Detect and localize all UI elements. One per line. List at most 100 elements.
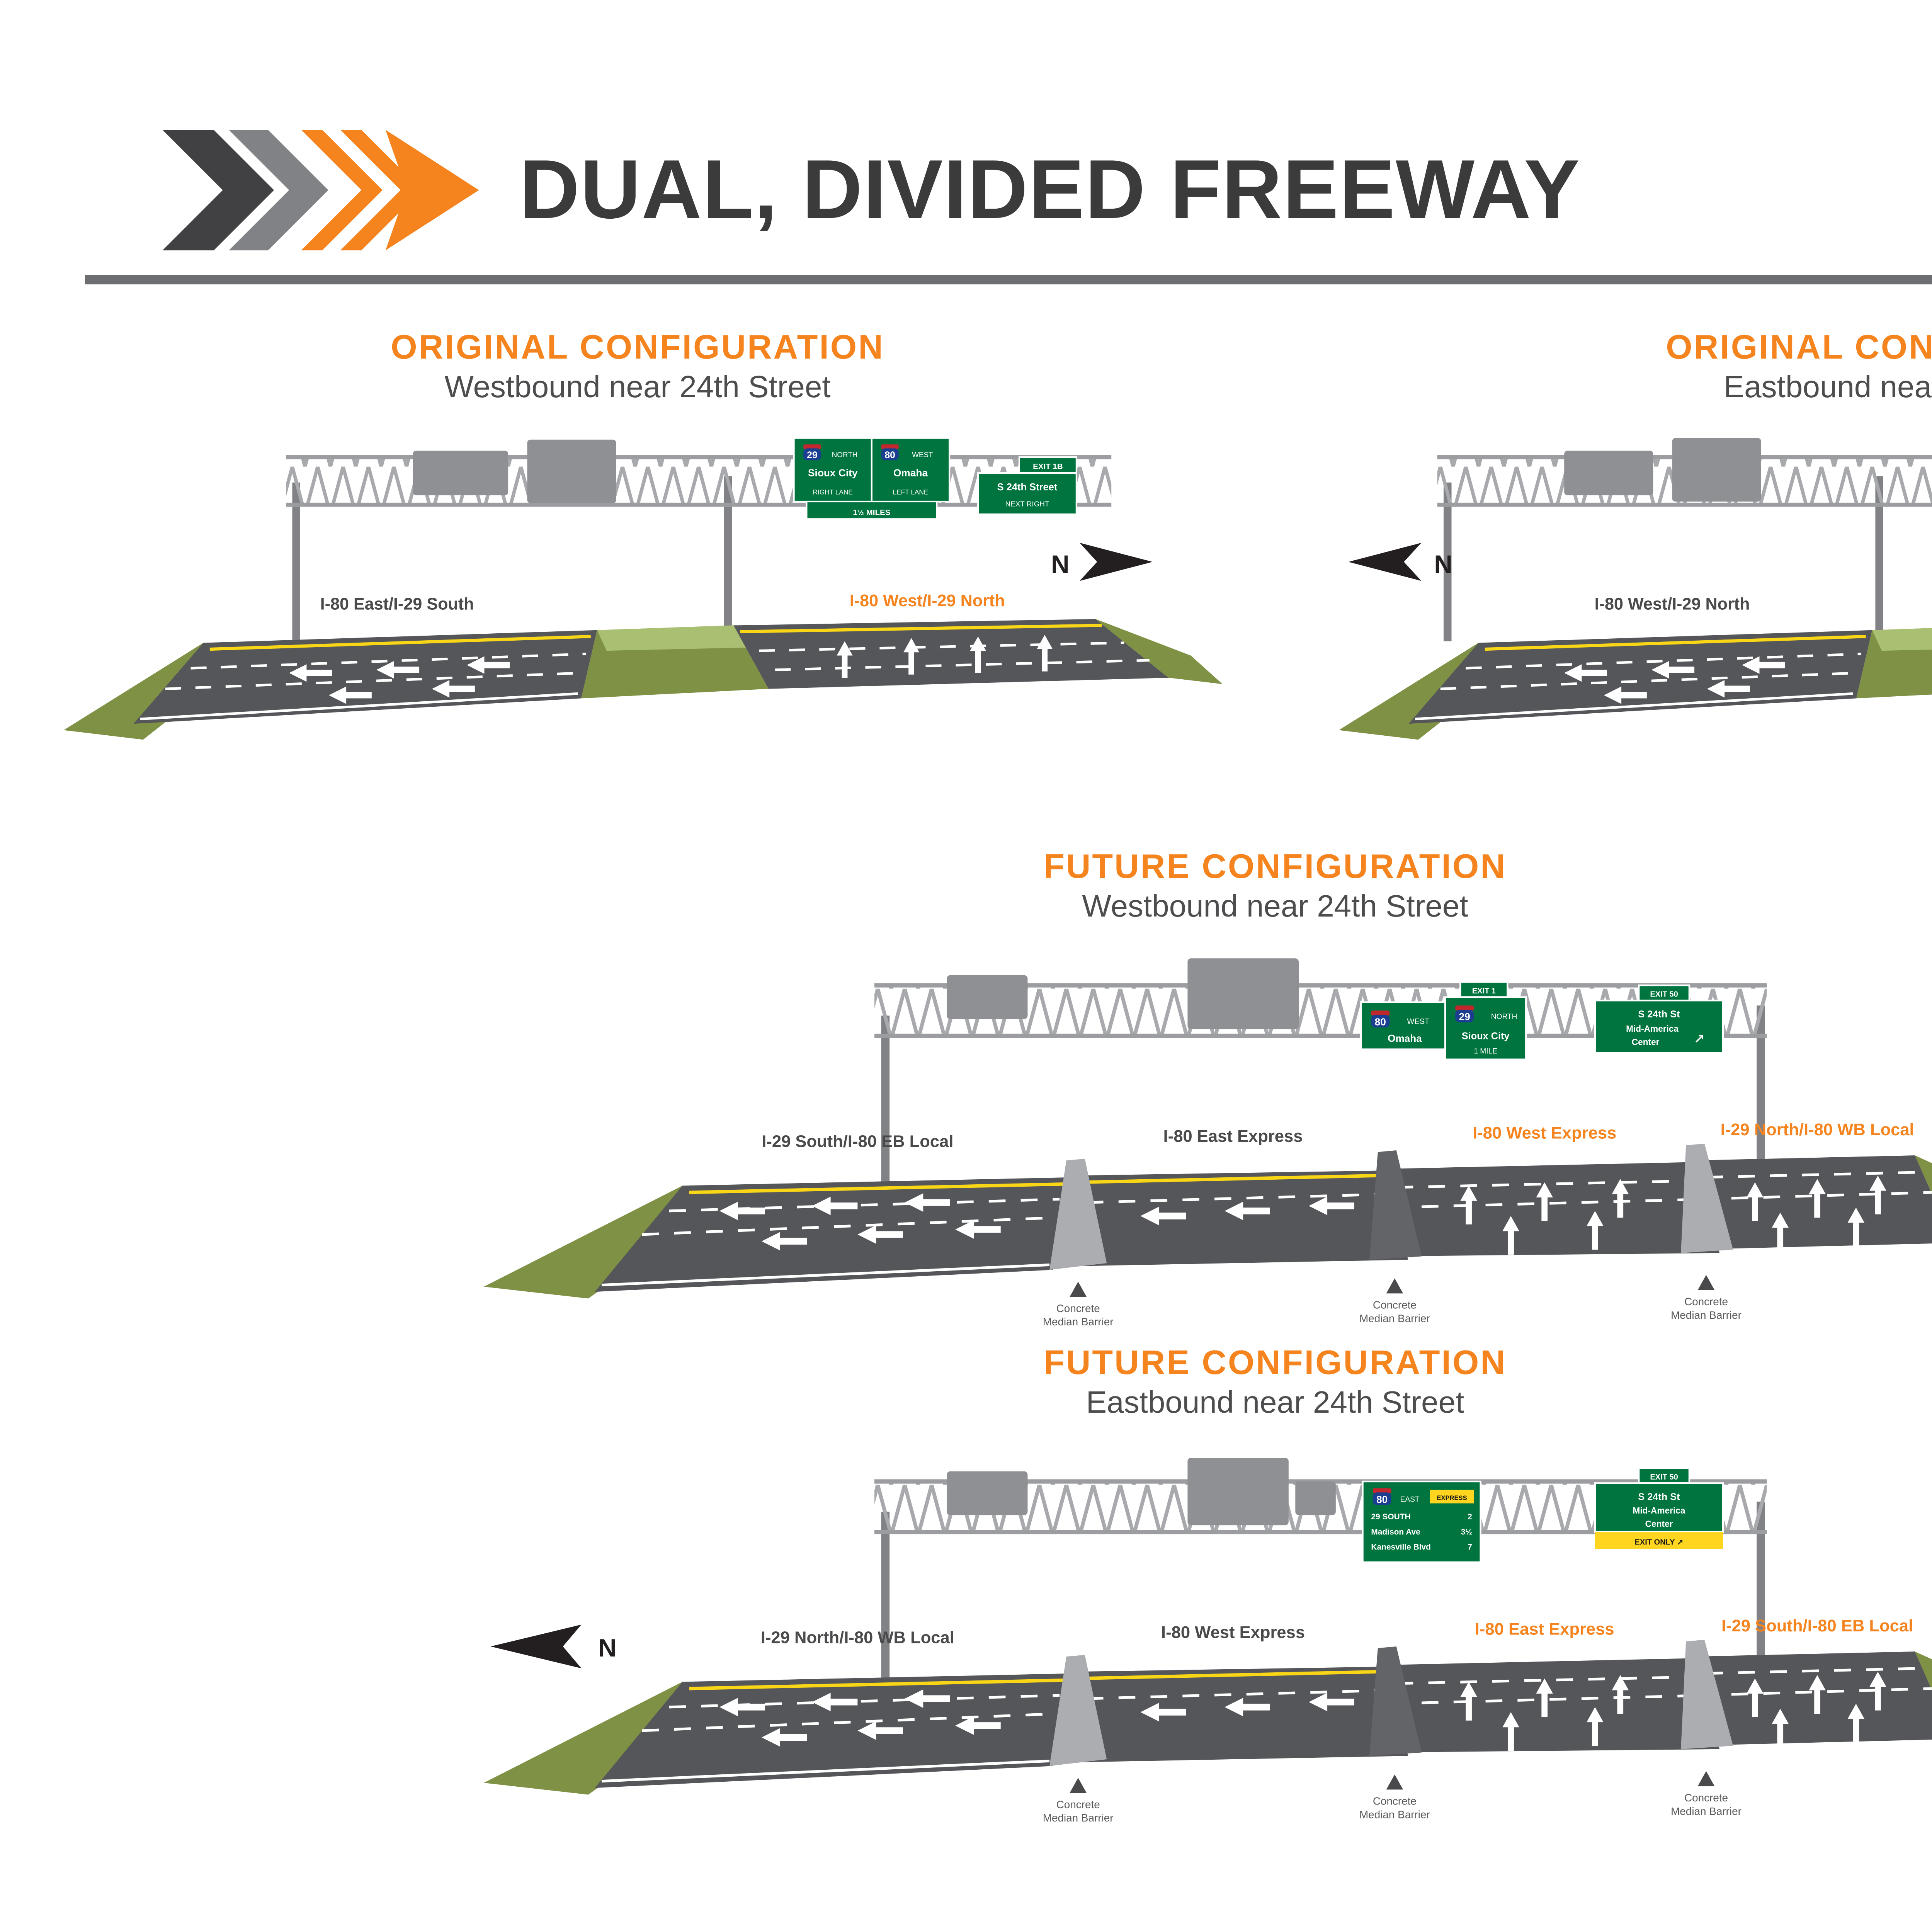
billboard-sign: [1563, 451, 1653, 495]
svg-text:Center: Center: [1645, 1519, 1673, 1529]
svg-text:EXIT 1B: EXIT 1B: [1032, 462, 1062, 471]
svg-text:Omaha: Omaha: [1388, 1032, 1422, 1044]
svg-text:80: 80: [1376, 1493, 1388, 1505]
svg-text:EXPRESS: EXPRESS: [1437, 1494, 1467, 1502]
section-future-eastbound: FUTURE CONFIGURATION Eastbound near 24th…: [0, 1343, 1932, 1830]
concrete-median-barrier: [1681, 1143, 1733, 1253]
svg-text:S 24th St: S 24th St: [1638, 1492, 1680, 1502]
roadway-cross-section: [1338, 628, 1932, 740]
svg-text:29 SOUTH: 29 SOUTH: [1371, 1512, 1410, 1521]
compass-north: N: [1347, 543, 1452, 581]
svg-text:EXIT ONLY ↗: EXIT ONLY ↗: [1635, 1538, 1684, 1546]
original-eastbound-heading: ORIGINAL CONFIGURATION: [1666, 328, 1932, 366]
road-label: I-29 South/I-80 EB Local: [762, 1132, 953, 1151]
interstate-shield-icon: 29: [1455, 1005, 1474, 1022]
svg-text:1 MILE: 1 MILE: [1474, 1047, 1497, 1055]
guide-sign-29north-siouxcity: EXIT 1 29 NORTH Sioux City 1 MILE: [1444, 981, 1527, 1060]
north-arrow-icon: [1079, 543, 1152, 581]
svg-text:Mid-America: Mid-America: [1626, 1024, 1679, 1034]
original-westbound-heading: ORIGINAL CONFIGURATION: [391, 328, 884, 366]
svg-text:RIGHT LANE: RIGHT LANE: [812, 488, 852, 496]
svg-text:WEST: WEST: [911, 451, 932, 459]
road-label: I-29 North/I-80 WB Local: [761, 1628, 954, 1647]
future-eastbound-heading: FUTURE CONFIGURATION: [1044, 1343, 1507, 1382]
svg-text:Concrete: Concrete: [1373, 1795, 1417, 1807]
svg-text:1½ MILES: 1½ MILES: [852, 508, 889, 517]
barrier-callout: Concrete Median Barrier: [1043, 1281, 1114, 1328]
barrier-callout: Concrete Median Barrier: [1671, 1275, 1742, 1321]
road-label: I-29 North/I-80 WB Local: [1721, 1121, 1914, 1139]
roadway-cross-section: [63, 619, 1222, 740]
svg-text:Mid-America: Mid-America: [1633, 1505, 1685, 1515]
original-configurations-row: ORIGINAL CONFIGURATION Westbound near 24…: [0, 318, 1932, 760]
billboard-sign: [1187, 958, 1299, 1029]
svg-text:NEXT RIGHT: NEXT RIGHT: [1005, 500, 1049, 508]
header-chevrons-icon: [162, 130, 479, 250]
exit-sign-s24th-midamerica: EXIT 50 S 24th St Mid-America Center ↗: [1594, 984, 1724, 1054]
road-label: I-29 South/I-80 EB Local: [1721, 1617, 1913, 1635]
exit-sign-s24th-street: EXIT 1B S 24th Street NEXT RIGHT: [976, 456, 1077, 515]
barrier-pointer-icon: [1386, 1278, 1403, 1294]
section-future-westbound: FUTURE CONFIGURATION Westbound near 24th…: [0, 847, 1932, 1334]
exit-sign-s24th-midamerica: EXIT 50 S 24th St Mid-America Center EXI…: [1594, 1467, 1724, 1549]
svg-text:2: 2: [1468, 1512, 1472, 1521]
billboard-sign: [947, 1471, 1028, 1515]
roadway-cross-section: [484, 1143, 1932, 1299]
concrete-median-barrier: [1049, 1158, 1107, 1270]
exit-only-strip: [1595, 1532, 1723, 1549]
svg-text:80: 80: [884, 450, 894, 461]
svg-text:EXIT 1: EXIT 1: [1472, 987, 1496, 995]
future-westbound-heading: FUTURE CONFIGURATION: [1044, 847, 1507, 886]
guide-sign-29north-80west: 29 NORTH Sioux City RIGHT LANE 80 WEST O…: [792, 437, 950, 520]
svg-text:Kanesville Blvd: Kanesville Blvd: [1371, 1543, 1431, 1551]
svg-text:Sioux City: Sioux City: [807, 467, 857, 478]
diagram-original-eastbound: 29 SOUTH 80 EAST Des Moines Kansas City …: [1338, 438, 1932, 740]
svg-text:Median Barrier: Median Barrier: [1671, 1805, 1742, 1817]
future-westbound-subheading: Westbound near 24th Street: [1082, 890, 1468, 924]
future-eastbound-subheading: Eastbound near 24th Street: [1086, 1386, 1464, 1420]
concrete-median-barrier: [1369, 1646, 1422, 1756]
interstate-shield-icon: 80: [880, 444, 898, 461]
road-label: I-80 West Express: [1473, 1124, 1616, 1143]
roadway-cross-section: [484, 1639, 1932, 1795]
billboard-sign: [1671, 438, 1760, 502]
guide-sign-80east-express: 80 EAST EXPRESS 29 SOUTH 2 Madison Ave 3…: [1362, 1480, 1481, 1563]
north-arrow-icon: [1347, 543, 1421, 581]
svg-text:N: N: [1050, 550, 1068, 578]
road-label-eastbound: I-80 East/I-29 South: [320, 595, 473, 613]
concrete-median-barrier: [1369, 1150, 1422, 1260]
road-label-westbound: I-80 West/I-29 North: [1594, 595, 1749, 613]
svg-text:Concrete: Concrete: [1373, 1299, 1417, 1311]
barrier-pointer-icon: [1386, 1774, 1403, 1790]
section-original-westbound: ORIGINAL CONFIGURATION Westbound near 24…: [0, 318, 1275, 760]
svg-text:EXIT 50: EXIT 50: [1650, 1473, 1678, 1481]
compass-north: N: [490, 1624, 617, 1668]
billboard-sign: [412, 451, 508, 495]
svg-text:Median Barrier: Median Barrier: [1043, 1316, 1114, 1328]
barrier-pointer-icon: [1070, 1777, 1087, 1793]
compass-north: N: [1050, 543, 1152, 581]
original-westbound-subheading: Westbound near 24th Street: [444, 371, 831, 405]
billboard-sign: [1187, 1458, 1289, 1526]
barrier-pointer-icon: [1697, 1275, 1715, 1290]
barrier-pointer-icon: [1070, 1281, 1087, 1297]
billboard-sign: [1295, 1481, 1336, 1515]
svg-text:29: 29: [806, 450, 816, 461]
page-title: DUAL, DIVIDED FREEWAY: [519, 144, 1581, 236]
barrier-pointer-icon: [1697, 1771, 1715, 1786]
svg-text:S 24th St: S 24th St: [1638, 1009, 1680, 1020]
svg-text:Median Barrier: Median Barrier: [1671, 1309, 1742, 1321]
svg-text:29: 29: [1459, 1011, 1470, 1022]
svg-text:EAST: EAST: [1400, 1495, 1420, 1503]
billboard-sign: [526, 439, 616, 503]
diagram-original-westbound: 29 NORTH Sioux City RIGHT LANE 80 WEST O…: [63, 437, 1222, 740]
svg-text:Omaha: Omaha: [893, 467, 927, 478]
diagram-future-westbound: 80 WEST Omaha EXIT 1 29 NORTH Sioux City…: [484, 958, 1932, 1328]
barrier-callout: Concrete Median Barrier: [1359, 1774, 1430, 1820]
billboard-sign: [947, 975, 1028, 1019]
svg-text:↗: ↗: [1694, 1031, 1704, 1045]
section-original-eastbound: ORIGINAL CONFIGURATION Eastbound near 24…: [1275, 318, 1932, 760]
diagram-future-eastbound: 80 EAST EXPRESS 29 SOUTH 2 Madison Ave 3…: [484, 1458, 1932, 1824]
svg-text:N: N: [598, 1634, 616, 1662]
